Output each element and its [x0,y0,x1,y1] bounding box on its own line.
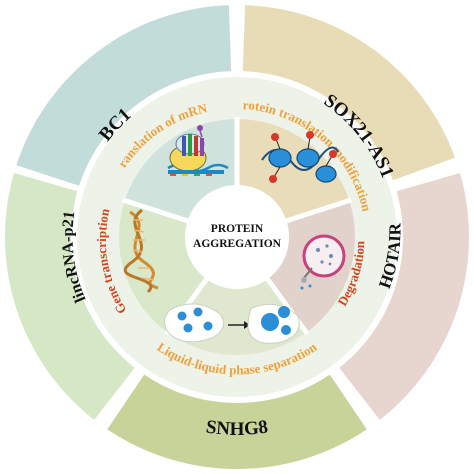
center-circle [185,185,289,289]
sector-divider [122,197,191,224]
sector-divider [283,197,352,224]
ribosome-icon [167,125,229,176]
sector-divider [264,275,310,336]
outer-ring-segment [107,374,367,470]
outer-ring-segment [4,173,135,420]
center-title-line2: AGGREGATION [193,238,282,250]
droplet-fusion-icon [164,303,300,344]
nucleosome-icon [261,131,339,183]
outer-label-snhg8: SNHG8 [205,416,270,439]
inner-sector-transcription [118,200,207,333]
inner-sector-modification [237,119,350,221]
outer-ring-segment [339,173,470,420]
center-title-line1: PROTEIN [211,223,264,235]
outer-ring-segment [242,5,456,181]
dna-helix-icon [123,208,159,294]
outer-ring-segment [16,5,232,186]
lysosome-icon [300,234,346,290]
